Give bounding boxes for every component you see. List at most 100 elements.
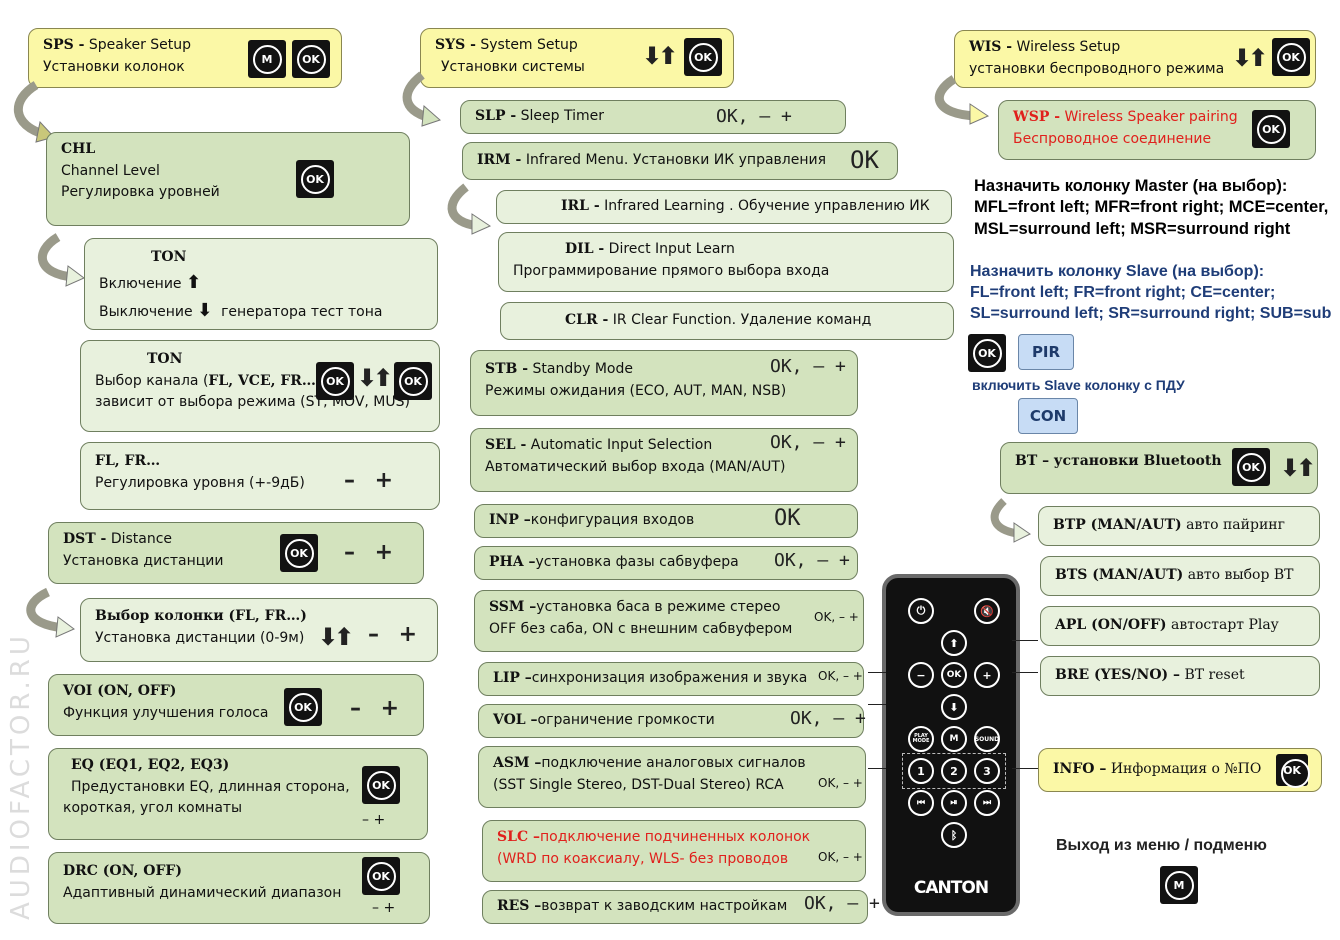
ton2-code: TON xyxy=(147,351,183,367)
spk-code: Выбор колонки (FL, FR…) xyxy=(95,608,307,624)
sys-box: SYS - System Setup Установки системы xyxy=(420,28,734,88)
next-button[interactable]: ⏭ xyxy=(974,790,1000,816)
ok-minus-plus-small-icon: OK, – + xyxy=(818,776,863,790)
mute-button[interactable]: 🔇 xyxy=(974,598,1000,624)
vol-box: VOL –ограничение громкости xyxy=(478,704,864,738)
ton1-on: Включение ⬆ xyxy=(99,271,202,293)
minus-plus-icon: – + xyxy=(344,540,400,565)
wis-box: WIS - Wireless Setup установки беспровод… xyxy=(954,30,1316,88)
connector-line xyxy=(1012,672,1038,673)
connector-line xyxy=(868,768,886,769)
eq-code: EQ (EQ1, EQ2, EQ3) xyxy=(71,757,230,773)
curl-arrow-icon xyxy=(990,498,1031,543)
slave-assign-text: Назначить колонку Slave (на выбор): FL=f… xyxy=(970,263,1332,322)
bt-box: BT – установки Bluetooth xyxy=(1000,442,1318,494)
curl-arrow-icon xyxy=(447,183,492,235)
chl-box: CHL Channel Level Регулировка уровней xyxy=(46,132,410,226)
sps-ru: Установки колонок xyxy=(43,58,185,75)
sps-title: Speaker Setup xyxy=(88,37,192,53)
power-button[interactable]: ⏻ xyxy=(908,598,934,624)
curl-arrow-icon xyxy=(26,587,75,638)
sys-ru: Установки системы xyxy=(441,58,585,75)
m-icon: M xyxy=(248,40,286,78)
prev-button[interactable]: ⏮ xyxy=(908,790,934,816)
connector-line xyxy=(1012,640,1038,641)
minus-plus-icon: – + xyxy=(350,696,406,721)
ton-generator-box: TON Включение ⬆ Выключение ⬇ генератора … xyxy=(84,238,438,330)
button-1[interactable]: 1 xyxy=(908,758,934,784)
master-assign-text: Назначить колонку Master (на выбор): MFL… xyxy=(974,177,1329,238)
res-box: RES –возврат к заводским настройкам xyxy=(482,890,868,924)
ok-icon: OK xyxy=(1272,38,1310,76)
drc-line: Адаптивный динамический диапазон xyxy=(63,884,342,901)
ok-icon: OK xyxy=(284,688,322,726)
ok-icon: OK xyxy=(394,362,432,400)
speaker-select-box: Выбор колонки (FL, FR…) Установка дистан… xyxy=(80,598,438,662)
up-down-arrows-icon: ⬇⬆ xyxy=(642,42,678,70)
ok-minus-plus-icon: OK, – + xyxy=(770,432,846,453)
bluetooth-button[interactable]: ᛒ xyxy=(941,822,967,848)
slc-box: SLC –подключение подчиненных колонок (WR… xyxy=(482,820,866,882)
curl-arrow-icon xyxy=(402,71,441,127)
ok-icon: OK xyxy=(1252,110,1290,148)
dst-ru: Установка дистанции xyxy=(63,552,224,569)
ok-icon: OK xyxy=(1276,754,1310,788)
ok-icon: OK xyxy=(968,334,1006,372)
exit-text: Выход из меню / подменю xyxy=(1056,837,1267,854)
ok-minus-plus-small-icon: OK, – + xyxy=(818,669,863,683)
remote-ok-button[interactable]: OK xyxy=(941,662,967,688)
ok-minus-plus-icon: OK, – + xyxy=(716,106,792,127)
down-button[interactable]: ⬇ xyxy=(941,694,967,720)
ton1-off: Выключение ⬇ генератора тест тона xyxy=(99,299,383,321)
chl-line1: Channel Level xyxy=(61,162,160,179)
connector-line xyxy=(1012,768,1038,769)
ok-icon: OK xyxy=(292,40,330,78)
dil-box: DIL - Direct Input Learn Программировани… xyxy=(498,232,954,292)
drc-code: DRC (ON, OFF) xyxy=(63,863,182,879)
sound-button[interactable]: SOUND xyxy=(974,726,1000,752)
brand-logo: CANTON xyxy=(913,878,989,898)
ok-icon: OK xyxy=(362,766,400,804)
ssm-box: SSM –установка баса в режиме стерео OFF … xyxy=(474,590,864,652)
plus-button[interactable]: + xyxy=(974,662,1000,688)
chl-line2: Регулировка уровней xyxy=(61,184,220,201)
ok-icon: OK xyxy=(316,362,354,400)
up-button[interactable]: ⬆ xyxy=(941,630,967,656)
ok-minus-plus-small-icon: OK, – + xyxy=(818,850,863,864)
clr-box: CLR - IR Clear Function. Удаление команд xyxy=(500,302,954,340)
ton2-line2: зависит от выбора режима (ST, MOV, MUS) xyxy=(95,394,410,411)
m-exit-icon: M xyxy=(1160,866,1198,904)
sys-title: System Setup xyxy=(480,37,578,53)
ok-minus-plus-icon: OK, – + xyxy=(804,893,880,914)
connector-line xyxy=(868,704,886,705)
ok-only-icon: OK xyxy=(850,146,879,174)
irl-box: IRL - Infrared Learning . Обучение управ… xyxy=(496,190,952,224)
asm-box: ASM –подключение аналоговых сигналов (SS… xyxy=(478,746,866,808)
eq-line1: Предустановки EQ, длинная сторона, xyxy=(71,778,350,795)
ton1-code: TON xyxy=(151,249,187,265)
pir-button[interactable]: PIR xyxy=(1018,334,1074,370)
curl-arrow-icon xyxy=(37,233,85,287)
sel-box: SEL - Automatic Input Selection Автомати… xyxy=(470,428,858,492)
ok-minus-plus-icon: OK, – + xyxy=(790,708,866,729)
info-box: INFO – Информация о №ПО xyxy=(1038,748,1322,792)
dst-title: Distance xyxy=(110,531,173,547)
minus-plus-icon: – + xyxy=(368,622,424,647)
con-button[interactable]: CON xyxy=(1018,398,1078,434)
dil-ru: Программирование прямого выбора входа xyxy=(513,262,830,279)
remote-m-button[interactable]: M xyxy=(941,726,967,752)
button-2[interactable]: 2 xyxy=(941,758,967,784)
minus-button[interactable]: − xyxy=(908,662,934,688)
chl-code: CHL xyxy=(61,141,96,157)
sps-box: SPS - Speaker Setup Установки колонок xyxy=(28,28,342,88)
voi-line: Функция улучшения голоса xyxy=(63,704,269,721)
number-group xyxy=(902,753,1006,789)
pha-box: PHA –установка фазы сабвуфера xyxy=(474,546,858,580)
up-down-arrows-icon: ⬇⬆ xyxy=(357,364,393,392)
sps-code: SPS - xyxy=(43,37,85,53)
button-3[interactable]: 3 xyxy=(974,758,1000,784)
play-mode-button[interactable]: PLAY MODE xyxy=(908,726,934,752)
dst-code: DST - xyxy=(63,531,107,547)
play-pause-button[interactable]: ⏯ xyxy=(941,790,967,816)
ok-icon: OK xyxy=(362,857,400,895)
